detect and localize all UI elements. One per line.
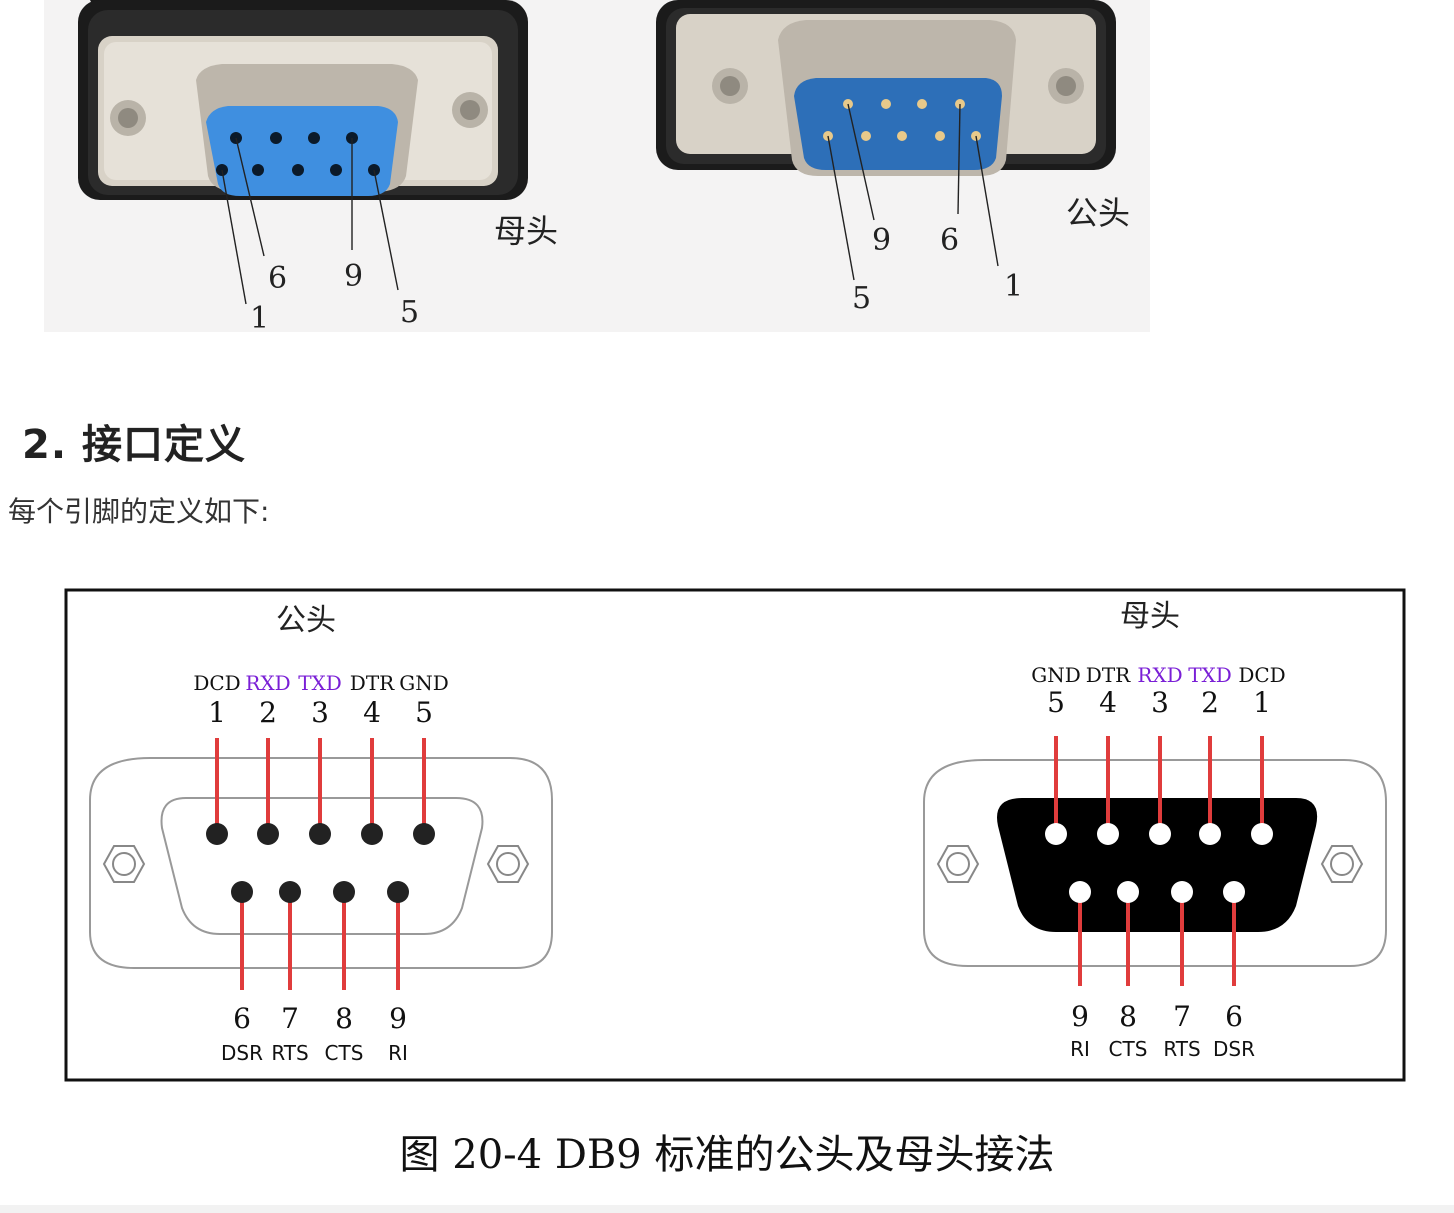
female-pin-signal: DCD (1238, 663, 1285, 687)
male-pin (361, 823, 383, 845)
male-pin-signal: DTR (350, 671, 395, 695)
female-pin-number: 5 (1047, 686, 1065, 719)
female-pin-signal: DSR (1213, 1037, 1255, 1061)
male-pin-signal: RXD (245, 671, 290, 695)
screw-icon (486, 845, 530, 883)
female-pin (1171, 881, 1193, 903)
female-title: 母头 (1120, 599, 1180, 634)
female-connector-photo (78, 0, 528, 305)
screw-icon (102, 845, 146, 883)
male-pin-number: 7 (281, 1002, 299, 1035)
male-pin-number: 4 (363, 696, 381, 729)
female-pin (1149, 823, 1171, 845)
photo-male-callout: 5 (852, 281, 871, 316)
photo-male-callout: 1 (1004, 269, 1023, 304)
male-pin-signal: CTS (325, 1041, 364, 1065)
photo-female-callout: 5 (400, 295, 419, 330)
male-pin (387, 881, 409, 903)
male-outer-shell (89, 757, 553, 969)
male-inner-shell (160, 797, 484, 935)
photo-female-callout: 1 (250, 301, 269, 336)
photo-female-label: 母头 (494, 212, 558, 250)
female-pin-number: 7 (1173, 1000, 1191, 1033)
connector-photo: 母头 公头 1 6 9 5 9 6 5 1 (44, 0, 1150, 336)
female-pin-number: 6 (1225, 1000, 1243, 1033)
female-pin (1097, 823, 1119, 845)
female-pin-signal: TXD (1188, 663, 1232, 687)
male-pin-number: 5 (415, 696, 433, 729)
female-pin (1117, 881, 1139, 903)
male-pin-number: 9 (389, 1002, 407, 1035)
female-pin (1069, 881, 1091, 903)
male-pin-signal: DSR (221, 1041, 263, 1065)
figure-caption: 图 20-4 DB9 标准的公头及母头接法 (399, 1132, 1055, 1178)
female-pin-signal: DTR (1086, 663, 1131, 687)
female-pin-number: 2 (1201, 686, 1219, 719)
female-pin-number: 3 (1151, 686, 1169, 719)
male-pin (279, 881, 301, 903)
male-pin-number: 6 (233, 1002, 251, 1035)
male-pin (309, 823, 331, 845)
male-pin-number: 3 (311, 696, 329, 729)
female-pin-number: 8 (1119, 1000, 1137, 1033)
page-bottom-bar (0, 1205, 1454, 1213)
male-pin (206, 823, 228, 845)
female-outer-shell (923, 759, 1387, 967)
male-pinout: 公头 (89, 603, 553, 969)
female-pin-number: 9 (1071, 1000, 1089, 1033)
male-pin (231, 881, 253, 903)
intro-text: 每个引脚的定义如下: (8, 495, 270, 528)
male-pin-signal: TXD (298, 671, 342, 695)
female-pin-signal: RI (1070, 1037, 1090, 1061)
male-pin-signal: GND (399, 671, 449, 695)
photo-female-callout: 6 (268, 261, 287, 296)
screw-icon (936, 845, 980, 883)
female-pin (1251, 823, 1273, 845)
female-pin-signal: RTS (1163, 1037, 1200, 1061)
male-pin (333, 881, 355, 903)
female-pin-signal: RXD (1137, 663, 1182, 687)
female-shell (997, 798, 1318, 932)
female-pin (1045, 823, 1067, 845)
male-pin-signal: DCD (193, 671, 240, 695)
photo-male-callout: 6 (940, 223, 959, 258)
female-pin-signal: CTS (1109, 1037, 1148, 1061)
male-pin-signal: RI (388, 1041, 408, 1065)
photo-male-label: 公头 (1066, 194, 1130, 232)
male-pin-number: 2 (259, 696, 277, 729)
pins-layer: DCD1RXD2TXD3DTR4GND56DSR7RTS8CTS9RIGND5D… (193, 663, 1285, 1065)
photo-female-callout: 9 (344, 259, 363, 294)
male-pin-number: 1 (208, 696, 226, 729)
male-pin-number: 8 (335, 1002, 353, 1035)
female-pin-number: 1 (1253, 686, 1271, 719)
male-title: 公头 (276, 603, 336, 638)
male-pin (413, 823, 435, 845)
male-connector-photo (656, 0, 1116, 281)
female-pin (1199, 823, 1221, 845)
section-heading: 2. 接口定义 (22, 422, 246, 468)
female-pin-number: 4 (1099, 686, 1117, 719)
male-pin-signal: RTS (271, 1041, 308, 1065)
photo-male-callout: 9 (872, 223, 891, 258)
db9-pinout-diagram: 公头 母头 DCD1RXD2TXD3DTR4GND56DSR7RTS8CTS9R… (64, 588, 1406, 1082)
screw-icon (1320, 845, 1364, 883)
male-pin (257, 823, 279, 845)
female-pin-signal: GND (1031, 663, 1081, 687)
female-pin (1223, 881, 1245, 903)
